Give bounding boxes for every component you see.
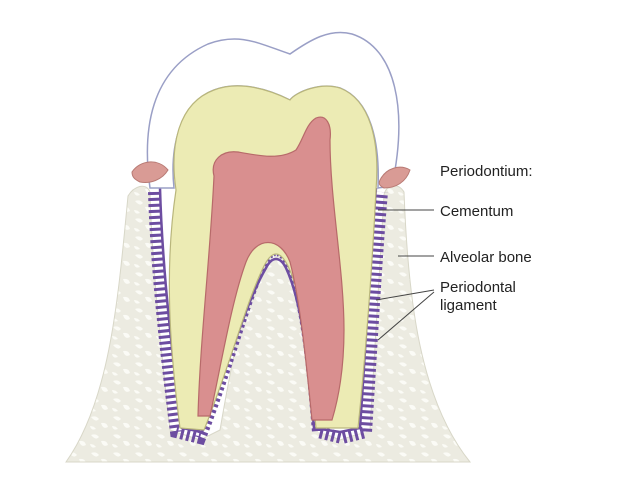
alveolar-bone-label: Alveolar bone — [440, 249, 532, 266]
periodontal-ligament-label-line1: Periodontal — [440, 279, 516, 296]
periodontal-ligament-label-line2: ligament — [440, 297, 498, 314]
gingiva-right — [378, 166, 411, 189]
pulp — [197, 116, 345, 421]
periodontium-heading: Periodontium: — [440, 163, 533, 180]
cementum-label: Cementum — [440, 203, 513, 220]
gingiva-left — [131, 161, 169, 183]
leader-ligament-1 — [375, 289, 435, 301]
leader-ligament-2 — [377, 291, 435, 341]
